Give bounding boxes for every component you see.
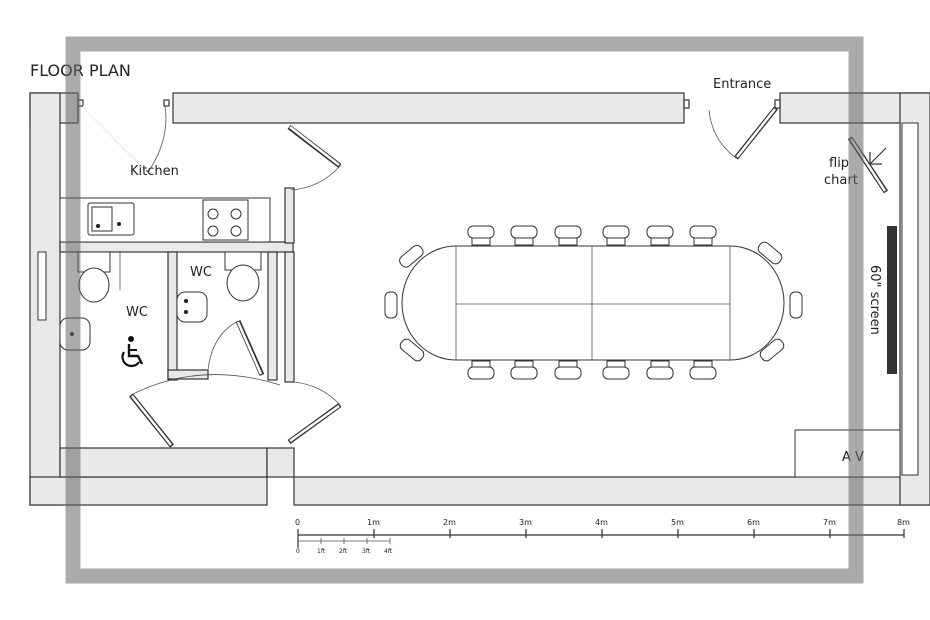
- scale-tick-0m: 0: [295, 518, 300, 527]
- scale-tick-1m: 1m: [367, 518, 380, 527]
- chair: [759, 338, 785, 362]
- chair: [554, 360, 582, 380]
- scale-tick-0ft: 0: [296, 548, 300, 555]
- scale-tick-3ft: 3ft: [362, 548, 371, 555]
- chair: [510, 225, 538, 246]
- scale-tick-8m: 8m: [897, 518, 910, 527]
- kitchen-door: [77, 99, 170, 173]
- chair: [602, 360, 630, 380]
- av-cabinet: [794, 429, 901, 478]
- wc-accessible-label: WC: [126, 305, 148, 320]
- scale-tick-1ft: 1ft: [317, 548, 326, 555]
- screen-label: 60" screen: [867, 265, 882, 335]
- chairs: [384, 225, 803, 380]
- scale-tick-4m: 4m: [595, 518, 608, 527]
- chair: [602, 225, 630, 246]
- chair: [399, 338, 425, 362]
- chair: [467, 360, 495, 380]
- conference-table: [401, 245, 785, 361]
- scale-tick-3m: 3m: [519, 518, 532, 527]
- flip-chart-label-line1: flip: [829, 156, 849, 171]
- scale-bar: 0 1m 2m 3m 4m 5m 6m 7m 8m 0 1ft 2ft 3ft …: [295, 518, 910, 555]
- scale-tick-6m: 6m: [747, 518, 760, 527]
- scale-tick-5m: 5m: [671, 518, 684, 527]
- kitchen-side-door: [287, 125, 342, 191]
- chair: [757, 241, 783, 265]
- scale-tick-7m: 7m: [823, 518, 836, 527]
- chair: [554, 225, 582, 246]
- chair: [467, 225, 495, 246]
- chair: [689, 225, 717, 246]
- wc-small-label: WC: [190, 265, 212, 280]
- wc-doors: [129, 319, 342, 448]
- chair: [399, 244, 424, 268]
- kitchen-label: Kitchen: [130, 164, 179, 179]
- chair: [689, 360, 717, 380]
- outer-walls: [29, 92, 930, 506]
- chair: [384, 291, 398, 319]
- scale-tick-4ft: 4ft: [384, 548, 393, 555]
- entrance-door: [683, 99, 781, 160]
- scale-tick-2ft: 2ft: [339, 548, 348, 555]
- chair: [646, 225, 674, 246]
- screen: [887, 226, 897, 374]
- kitchen-counter: [59, 197, 271, 243]
- chair: [510, 360, 538, 380]
- entrance-label: Entrance: [713, 77, 771, 92]
- chair: [646, 360, 674, 380]
- scale-tick-2m: 2m: [443, 518, 456, 527]
- chair: [789, 291, 803, 319]
- frame-overlay: [65, 36, 864, 584]
- wheelchair-icon: [121, 336, 144, 368]
